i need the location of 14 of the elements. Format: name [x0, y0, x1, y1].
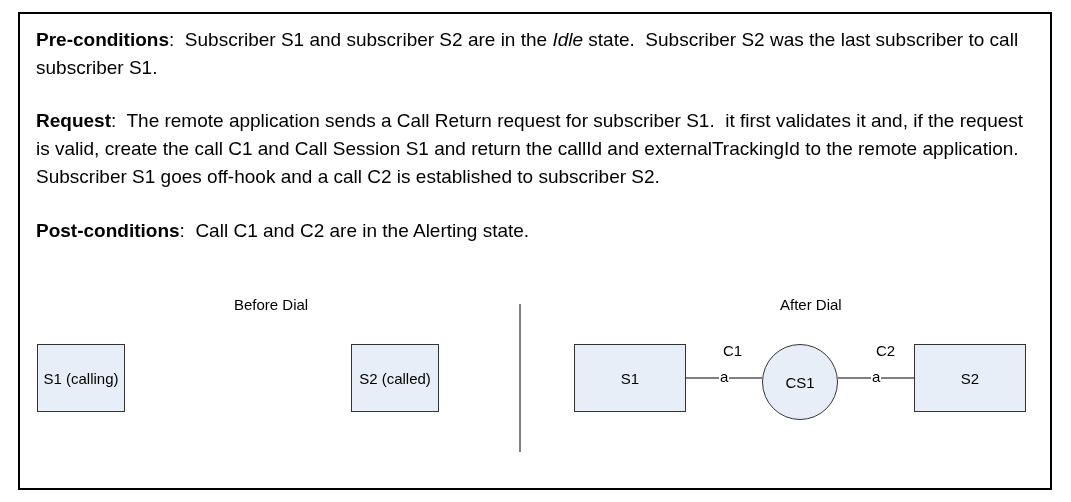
paragraph: Pre-conditions: Subscriber S1 and subscriber S2 are in the Idle state. Subscriber S2 was the last subscriber to call subscriber S1.: [36, 28, 1020, 80]
call-label: C2: [876, 342, 896, 359]
call-label: C1: [723, 342, 743, 359]
paragraph: Request: The remote application sends a Call Return request for subscriber S1. it first validates it and, if the request is valid, create the call C1 and Call Session S1 and return the callId and externalTrackingId to the remote application. Subscriber S1 goes off-hook and a call C2 is established to subscriber S2.: [36, 109, 1025, 189]
subscriber-box: S2 (called): [351, 344, 439, 412]
paragraph: Post-conditions: Call C1 and C2 are in the Alerting state.: [36, 219, 531, 243]
subscriber-box: S1: [574, 344, 686, 412]
subscriber-box: S2: [914, 344, 1026, 412]
section-heading: Before Dial: [234, 296, 309, 313]
call-session-circle: CS1: [762, 344, 838, 420]
section-heading: After Dial: [780, 296, 842, 313]
connector-line: [837, 377, 915, 379]
subscriber-box: S1 (calling): [37, 344, 125, 412]
connector-line: [685, 377, 763, 379]
